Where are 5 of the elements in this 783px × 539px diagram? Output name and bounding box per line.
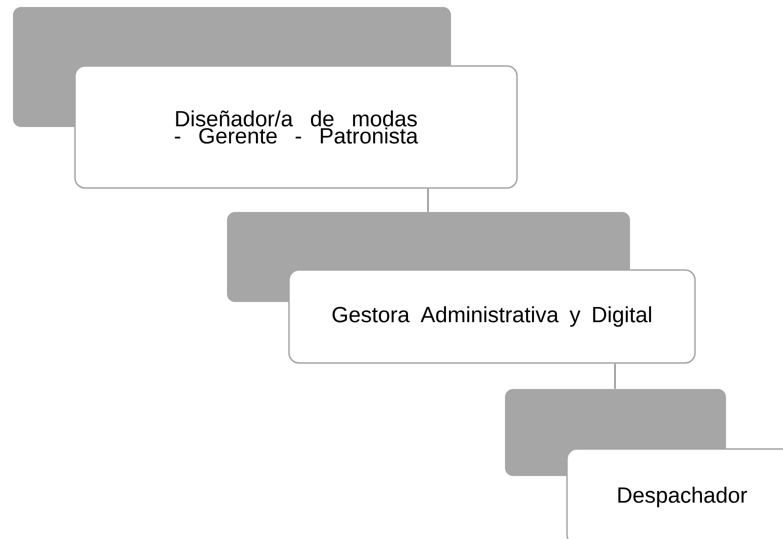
role-box: Diseñador/a de modas - Gerente - Patronista bbox=[74, 65, 518, 189]
connector-line bbox=[614, 364, 616, 389]
role-box: Gestora Administrativa y Digital bbox=[288, 269, 696, 364]
connector-line bbox=[427, 188, 429, 212]
role-box: Despachador bbox=[566, 448, 783, 539]
